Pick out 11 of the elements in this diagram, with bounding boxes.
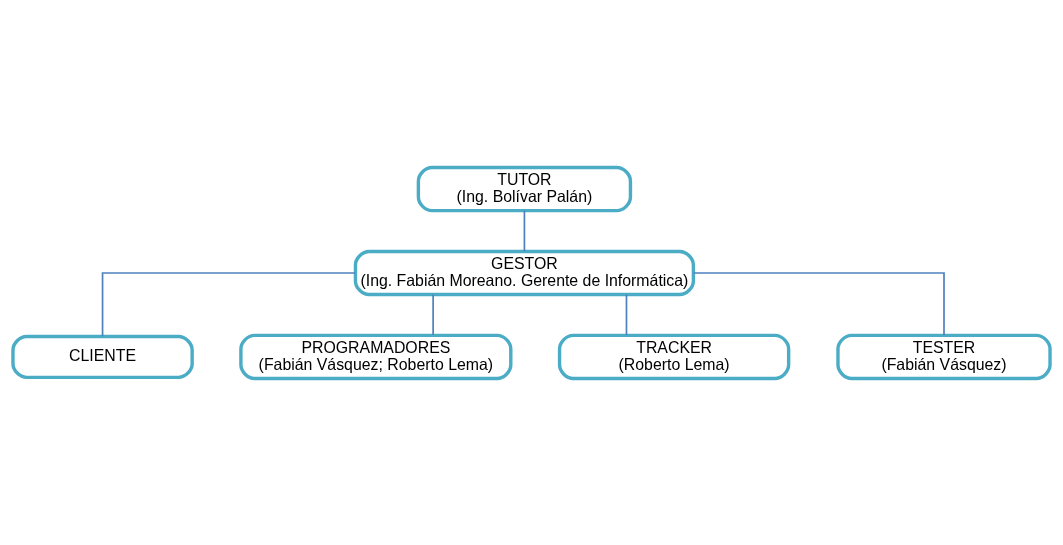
node-box: TESTER (Fabián Vásquez): [836, 333, 1052, 380]
node-box: GESTOR (Ing. Fabián Moreano. Gerente de Informática): [353, 249, 696, 296]
connector: [625, 293, 628, 336]
node-box: TUTOR (Ing. Bolívar Palán): [416, 165, 633, 212]
node-box: PROGRAMADORES (Fabián Vásquez; Roberto Lema): [239, 333, 513, 380]
connector: [101, 271, 357, 337]
connector: [692, 271, 945, 336]
connector: [523, 209, 526, 252]
connector: [432, 293, 434, 336]
node-box: TRACKER (Roberto Lema): [557, 333, 791, 380]
node-box: CLIENTE: [11, 334, 194, 379]
